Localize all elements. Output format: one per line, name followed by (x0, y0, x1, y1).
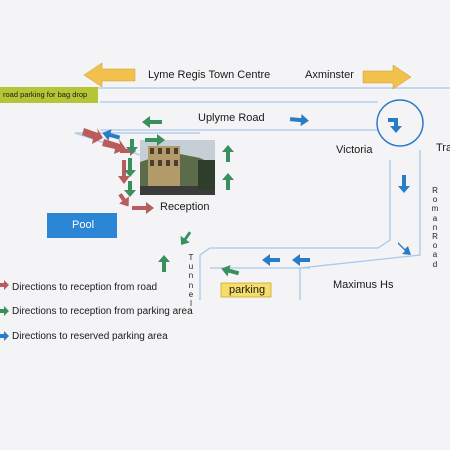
tra-label: Tra (436, 142, 450, 154)
bag-drop-bar (0, 87, 98, 103)
parking-box (220, 282, 272, 298)
axminster-label: Axminster (305, 69, 354, 81)
legend-text-green: Directions to reception from parking are… (12, 306, 193, 317)
uplyme-road-label: Uplyme Road (198, 112, 265, 124)
roundabout (376, 99, 424, 147)
town-centre-label: Lyme Regis Town Centre (148, 69, 271, 81)
red-arrows (82, 128, 154, 214)
blue-arrows (102, 114, 411, 266)
legend-text-blue: Directions to reserved parking area (12, 331, 168, 342)
green-arrows (124, 116, 240, 277)
legend-text-red: Directions to reception from road (12, 282, 158, 293)
parking-label: parking (229, 284, 266, 296)
legend-arrow-red (0, 280, 9, 290)
yellow-arrow-right (362, 64, 412, 90)
victoria-label: Victoria (336, 144, 373, 156)
pool-box (47, 213, 117, 238)
maximus-label: Maximus Hs (333, 279, 394, 291)
reception-label: Reception (160, 201, 210, 213)
legend-arrow-blue (0, 331, 9, 341)
hotel-photo (140, 140, 215, 195)
yellow-arrow-left (83, 62, 136, 88)
pool-label: Pool (72, 219, 95, 231)
legend-arrow-green (0, 306, 9, 316)
road-lines (0, 87, 450, 300)
bag-drop-label: road parking for bag drop (3, 90, 88, 99)
legend-arrows (0, 280, 9, 341)
